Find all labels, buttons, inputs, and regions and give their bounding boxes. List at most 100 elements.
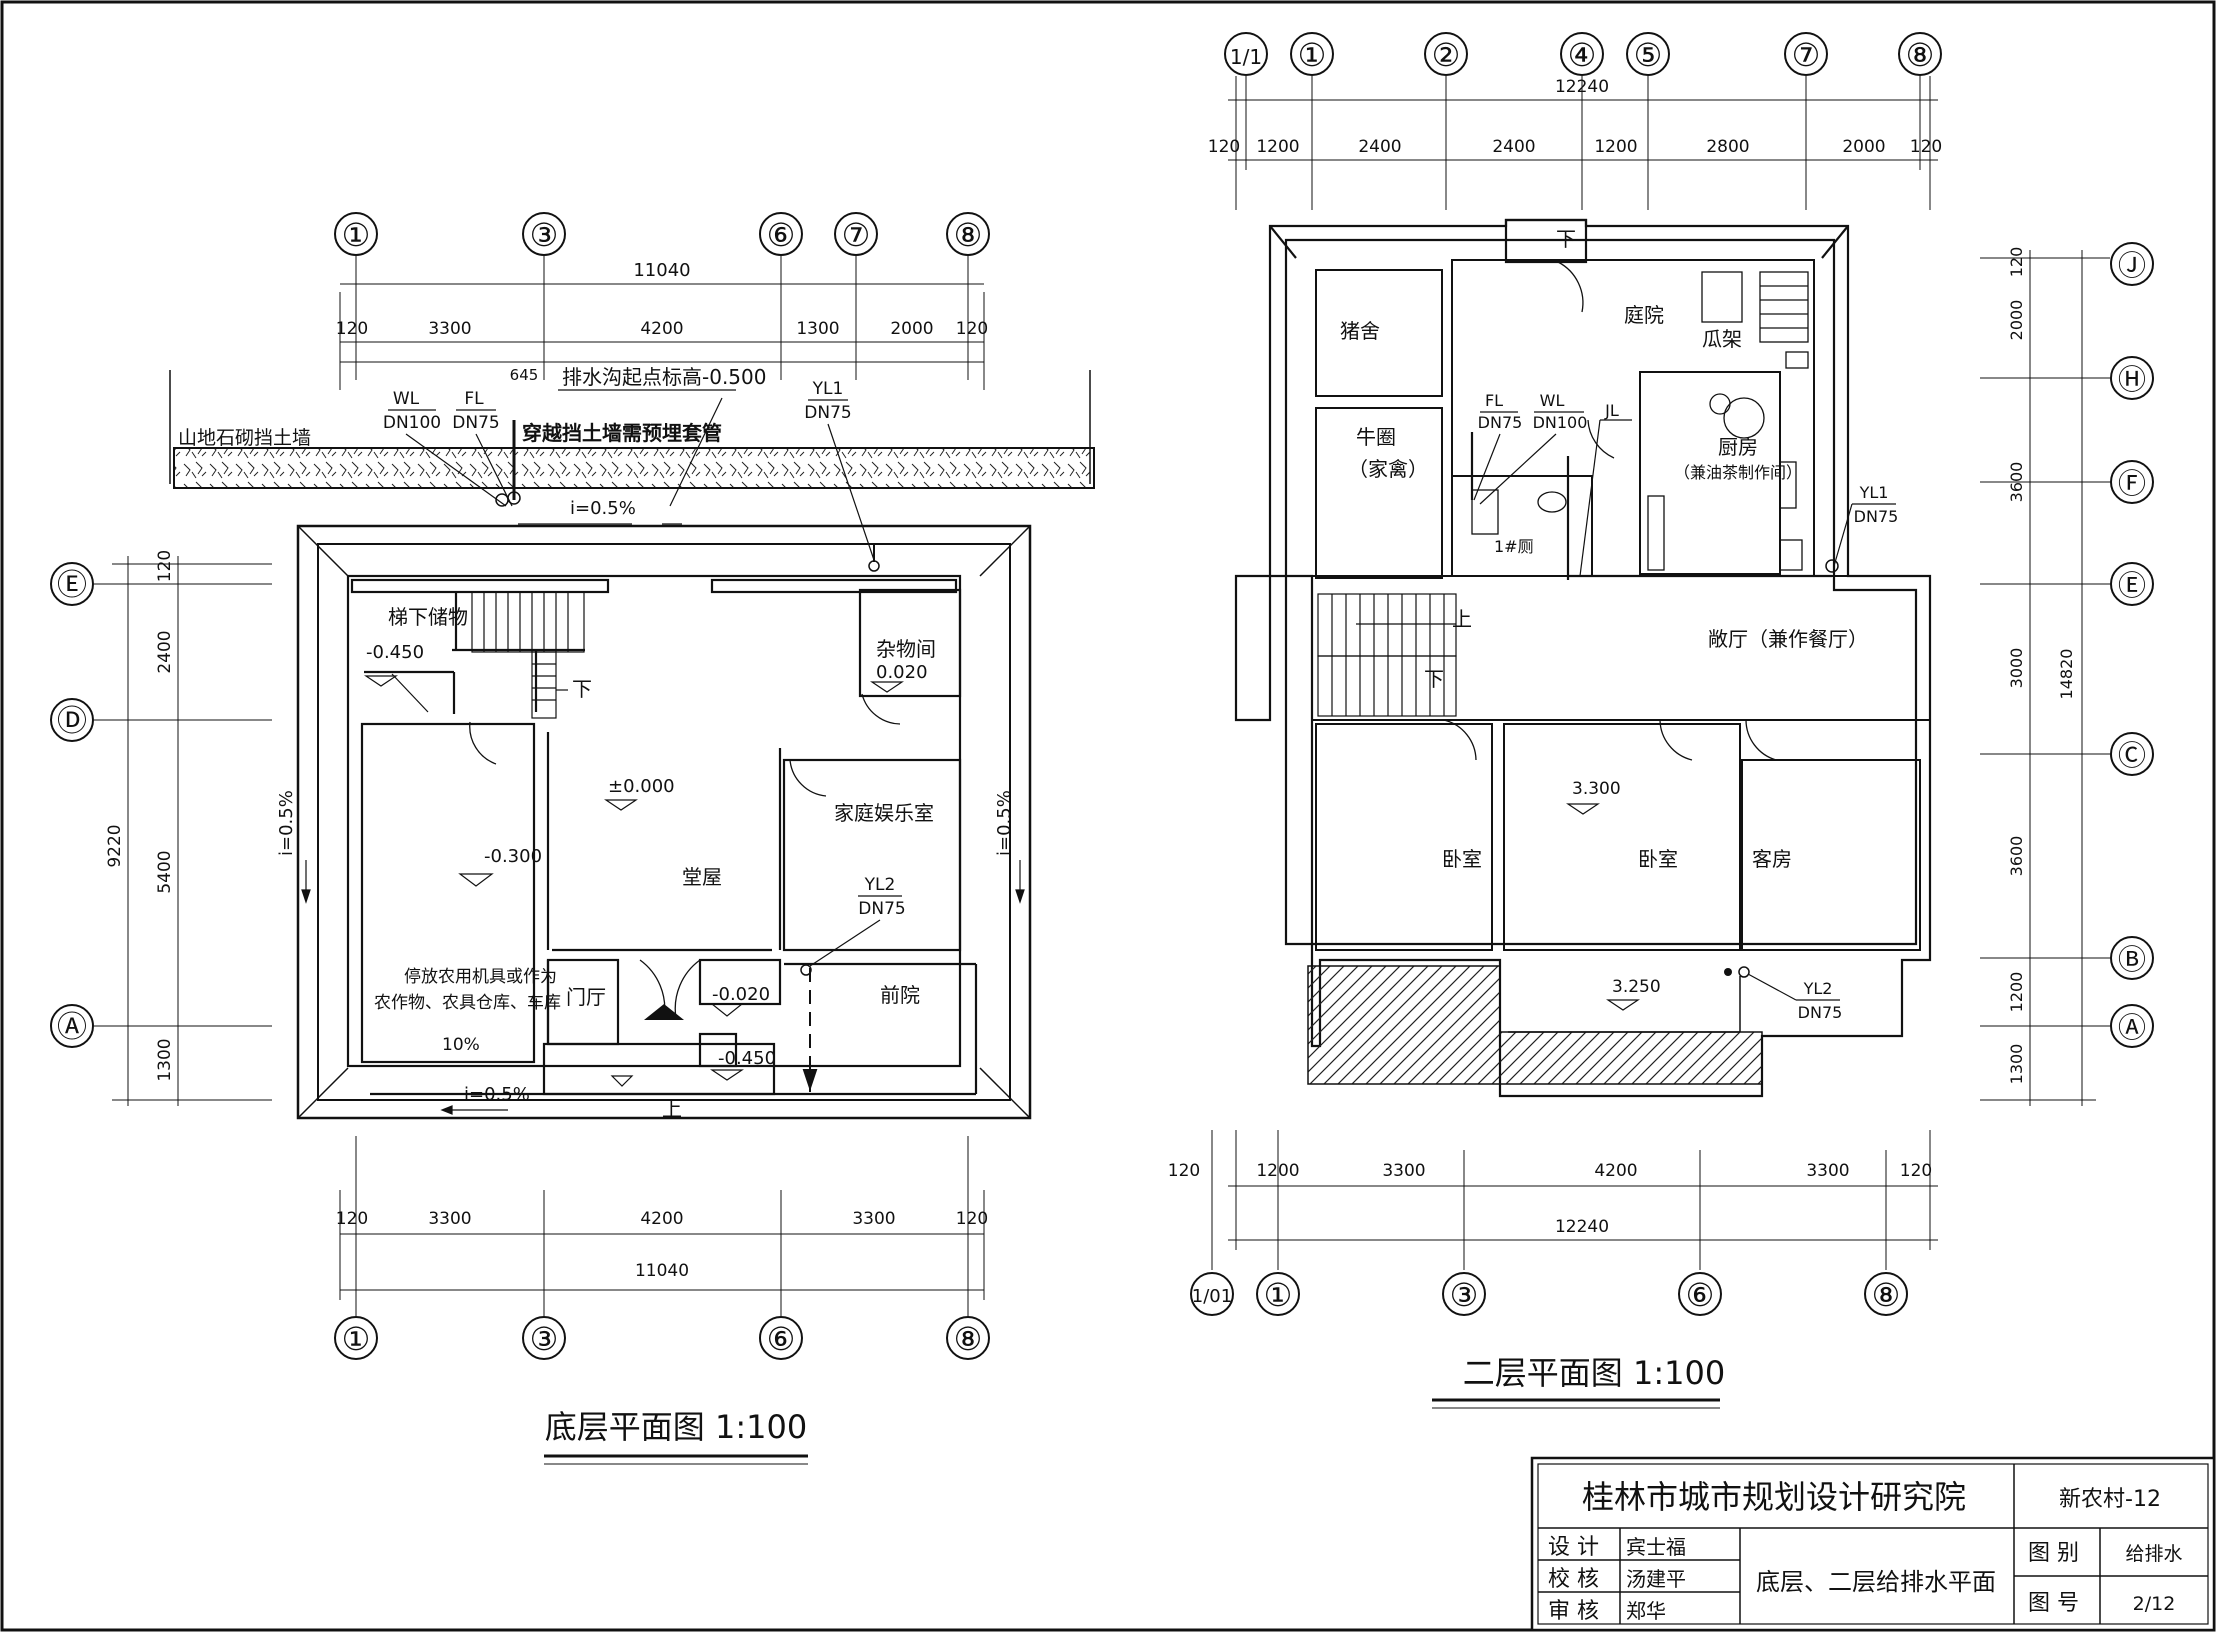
yl1-label: YL1: [1859, 483, 1889, 502]
ground-dims-top: 120 3300 4200 1300 2000 120: [336, 319, 988, 339]
room-garage: 停放农用机具或作为: [404, 967, 557, 987]
axis-label: Ⓑ: [2118, 943, 2146, 976]
axis-label: Ⓔ: [57, 568, 87, 603]
second-inner-walls: [1312, 259, 1930, 951]
balcony-left: [1307, 965, 1501, 1085]
room-kitchen: 厨房: [1718, 435, 1758, 459]
axis-label: ⑤: [1634, 36, 1663, 74]
elevation-label: 0.020: [876, 662, 928, 683]
yl1-dn-label: DN75: [804, 403, 851, 423]
category-label: 图 别: [2028, 1541, 2079, 1566]
fl-label: FL: [464, 389, 484, 409]
dim-segment: 4200: [640, 1209, 683, 1229]
yl2-dn-label: DN75: [858, 899, 905, 919]
ground-axis-bottom: ① ③ ⑥ ⑧: [334, 1316, 990, 1360]
dim-segment: 2000: [1842, 137, 1885, 157]
yl1-label: YL1: [812, 379, 844, 399]
room-pigsty: 猪舍: [1340, 319, 1380, 343]
number-label: 图 号: [2028, 1591, 2079, 1616]
axis-label: ①: [342, 216, 371, 254]
ground-dims-bottom: 120 3300 4200 3300 120 11040: [336, 1209, 988, 1281]
room-foyer: 门厅: [566, 985, 606, 1009]
ditch-note: 排水沟起点标高-0.500: [562, 365, 766, 389]
number-value: 2/12: [2133, 1593, 2176, 1615]
slope-bottom: i=0.5%: [464, 1084, 530, 1105]
sleeve-note: 穿越挡土墙需预埋套管: [522, 421, 722, 445]
elevation-label: 3.250: [1612, 977, 1661, 997]
axis-label: ⑧: [954, 216, 983, 254]
elevation-label: -0.450: [718, 1048, 776, 1069]
dim-segment: 120: [956, 319, 988, 339]
elevation-label: ±0.000: [608, 776, 675, 797]
reviewer-name: 郑华: [1626, 1599, 1666, 1623]
wl-dn-label: DN100: [383, 413, 441, 433]
drawing-name: 底层、二层给排水平面: [1756, 1568, 1996, 1596]
dim-segment: 120: [1208, 137, 1240, 157]
stair-down: 下: [1556, 227, 1576, 251]
axis-label: Ⓕ: [2118, 467, 2146, 500]
institute-name: 桂林市城市规划设计研究院: [1582, 1478, 1966, 1516]
second-dims-bottom: 120 1200 3300 4200 3300 120 12240: [1168, 1161, 1932, 1237]
axis-label: ③: [1450, 1276, 1479, 1314]
elevation-label: 3.300: [1572, 779, 1621, 799]
axis-label: ③: [530, 216, 559, 254]
dim-segment: 120: [155, 550, 175, 582]
second-axis-right: Ⓙ Ⓗ Ⓕ Ⓔ Ⓒ Ⓑ Ⓐ: [2110, 242, 2154, 1048]
dim-segment: 3300: [1806, 1161, 1849, 1181]
elevation-label: -0.300: [484, 846, 542, 867]
dim-total-top: 11040: [633, 260, 690, 281]
room-bedroom-2: 卧室: [1638, 847, 1678, 871]
elevation-label: -0.450: [366, 642, 424, 663]
room-kitchen-sub: （兼油茶制作间）: [1674, 463, 1802, 482]
axis-label: 1/1: [1230, 45, 1262, 69]
axis-label: ②: [1432, 36, 1461, 74]
axis-label: 1/01: [1192, 1286, 1232, 1307]
axis-label: ⑥: [1686, 1276, 1715, 1314]
stair-down: 下: [572, 677, 592, 701]
axis-label: ①: [342, 1320, 371, 1358]
dim-segment: 4200: [1594, 1161, 1637, 1181]
yl2-dn-label: DN75: [1798, 1003, 1843, 1022]
room-front-yard: 前院: [880, 983, 920, 1007]
dim-total-bottom: 11040: [635, 1261, 689, 1281]
slope-right: i=0.5%: [994, 790, 1015, 856]
room-guest: 客房: [1752, 847, 1792, 871]
slope-label: i=0.5%: [570, 498, 636, 519]
dim-total-left: 9220: [105, 824, 125, 867]
dim-segment: 120: [956, 1209, 988, 1229]
dim-segment: 1200: [1594, 137, 1637, 157]
dim-segment: 2400: [1358, 137, 1401, 157]
slope-left: i=0.5%: [276, 790, 297, 856]
dim-segment: 3300: [1382, 1161, 1425, 1181]
axis-label: ⑦: [842, 216, 871, 254]
dim-segment: 4200: [640, 319, 683, 339]
second-axis-top: 1/1 ① ② ④ ⑤ ⑦ ⑧: [1224, 32, 1942, 76]
axis-label: ①: [1298, 36, 1327, 74]
second-dims-top: 120 1200 2400 2400 1200 2800 2000 120: [1208, 137, 1942, 157]
axis-label: ⑦: [1792, 36, 1821, 74]
axis-label: ⑧: [1872, 1276, 1901, 1314]
room-stair-storage: 梯下储物: [388, 605, 468, 629]
wl-label: WL: [393, 389, 420, 409]
room-open-hall: 敞厅（兼作餐厅）: [1708, 627, 1868, 651]
axis-label: Ⓙ: [2118, 249, 2146, 282]
room-family: 家庭娱乐室: [834, 801, 934, 825]
room-sundry: 杂物间: [876, 637, 936, 661]
title-block: 桂林市城市规划设计研究院 新农村-12 设 计 校 核 审 核 宾士福 汤建平 …: [1530, 1456, 2216, 1632]
check-label: 校 核: [1548, 1567, 1599, 1592]
second-axis-bottom: 1/01 ① ③ ⑥ ⑧: [1190, 1272, 1908, 1316]
stair-up: 上: [1452, 607, 1472, 631]
ground-floor-title: 底层平面图 1:100: [545, 1408, 807, 1446]
ground-axis-left: Ⓔ Ⓓ Ⓐ: [50, 562, 94, 1048]
elevation-label: -0.020: [712, 984, 770, 1005]
fl-dn-label: DN75: [452, 413, 499, 433]
jl-label: JL: [1604, 401, 1619, 420]
dim-segment: 1300: [796, 319, 839, 339]
yl1-dn-label: DN75: [1854, 507, 1899, 526]
room-hall: 堂屋: [682, 865, 722, 889]
dim-segment: 1200: [1256, 137, 1299, 157]
dim-segment: 120: [336, 1209, 368, 1229]
balcony-right: [1499, 1031, 1763, 1085]
